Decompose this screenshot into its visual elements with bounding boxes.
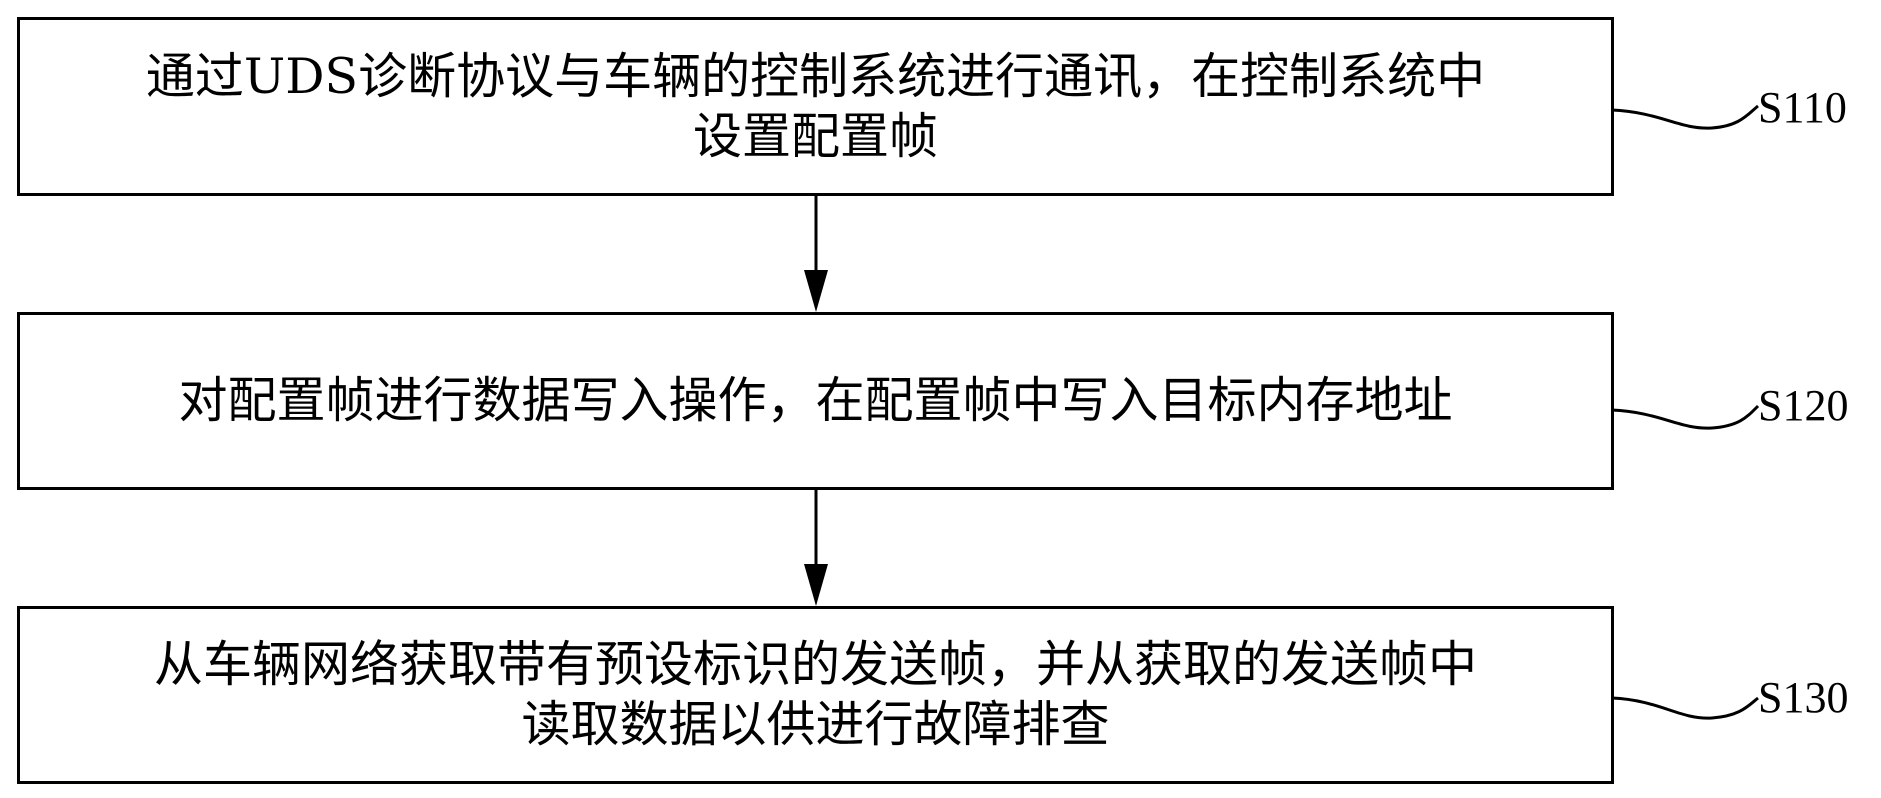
step-label-s120: S120	[1758, 381, 1849, 430]
step-line: 设置配置帧	[692, 107, 938, 165]
arrow-s120-to-s130	[804, 489, 828, 606]
step-line: 对配置帧进行数据写入操作，在配置帧中写入目标内存地址	[178, 372, 1453, 429]
step-text-s130: 从车辆网络获取带有预设标识的发送帧，并从获取的发送帧中 读取数据以供进行故障排查	[154, 635, 1477, 755]
step-box-s130: 从车辆网络获取带有预设标识的发送帧，并从获取的发送帧中 读取数据以供进行故障排查	[17, 606, 1614, 784]
step-box-s120: 对配置帧进行数据写入操作，在配置帧中写入目标内存地址	[17, 312, 1614, 490]
leader-line-s110	[1611, 104, 1759, 130]
step-label-s130: S130	[1758, 673, 1849, 722]
step-text-s120: 对配置帧进行数据写入操作，在配置帧中写入目标内存地址	[178, 371, 1452, 431]
step-line: 从车辆网络获取带有预设标识的发送帧，并从获取的发送帧中	[153, 636, 1477, 693]
step-label-s110: S110	[1758, 83, 1847, 132]
step-line: 读取数据以供进行故障排查	[521, 696, 1110, 753]
step-line: 通过UDS诊断协议与车辆的控制系统进行通讯，在控制系统中	[145, 47, 1486, 105]
leader-line-s120	[1611, 404, 1760, 430]
leader-line-s130	[1611, 696, 1759, 720]
step-text-s110: 通过UDS诊断协议与车辆的控制系统进行通讯，在控制系统中 设置配置帧	[146, 47, 1485, 167]
step-box-s110: 通过UDS诊断协议与车辆的控制系统进行通讯，在控制系统中 设置配置帧	[17, 17, 1614, 196]
arrow-s110-to-s120	[804, 196, 828, 312]
